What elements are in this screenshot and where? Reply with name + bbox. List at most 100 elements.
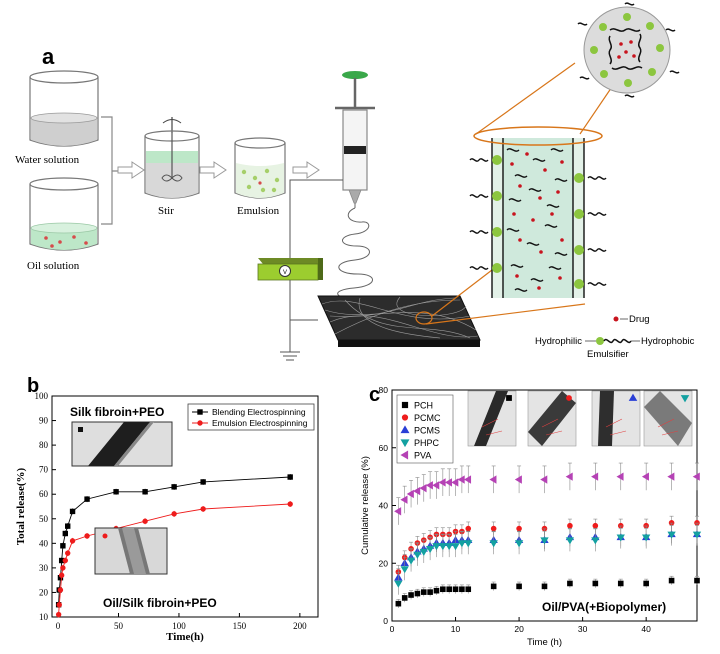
panel-a-legend: Drug Hydrophilic Hydrophobic Emulsifier [535,314,695,360]
data-point [55,611,62,618]
data-point [451,478,459,487]
data-point [425,546,435,554]
oil-solution-label: Oil solution [27,260,80,272]
microscopy-inset-pcmc [527,390,577,447]
inset-marker [506,395,512,401]
y-tick-label: 20 [39,587,49,597]
data-point [516,525,522,532]
emulsion-label: Emulsion [237,205,280,217]
tem-inset-2 [94,527,168,575]
data-point [60,543,66,549]
data-point [408,592,414,598]
data-point [540,537,549,545]
emulsion-beaker [234,137,286,199]
data-point [171,484,177,490]
data-point [446,586,452,593]
y-tick-label: 70 [39,465,49,475]
data-point [465,586,472,593]
x-tick-label: 200 [293,621,307,631]
data-point [516,583,522,590]
data-point [414,590,421,597]
data-point [394,507,402,516]
microscopy-inset-pcms [591,390,641,447]
legend-marker [400,425,410,434]
microscopy-inset-pch [467,390,517,447]
data-point [457,540,467,548]
arrow-icon [117,161,145,179]
legend-label: Emulsion Electrospinning [212,418,308,428]
fiber-cross-section [577,2,680,98]
emulsifier-label: Emulsifier [587,349,629,360]
data-point [438,543,448,551]
tem-inset-1 [71,421,173,467]
syringe [335,71,375,208]
data-point [142,489,148,495]
microscopy-inset-phpc [643,390,693,447]
hydrophilic-label: Hydrophilic [535,336,582,347]
y-tick-label: 40 [379,501,389,511]
fiber-section [469,126,607,298]
emulsifier-head-icon [596,337,604,345]
water-solution-label: Water solution [15,154,80,166]
data-point [445,543,454,551]
data-point [84,533,90,539]
data-point [57,587,64,593]
arrow-icon [292,161,320,179]
data-point [444,478,452,487]
data-point [565,537,575,545]
x-tick-label: 30 [578,624,588,634]
data-point [643,580,649,587]
plot-frame [51,395,319,618]
data-point [592,580,599,587]
data-point [395,600,402,607]
x-tick-label: 20 [514,624,524,634]
data-point [113,489,119,495]
process-arrows [117,161,320,179]
panel-a: a Water solution Oil solution [15,2,695,361]
data-point [62,557,69,564]
y-axis-label: Cumulative release (%) [360,456,371,555]
data-point [440,586,446,593]
data-point [62,530,68,537]
data-point [667,472,675,481]
y-tick-label: 90 [39,416,49,426]
legend-marker [197,409,203,415]
data-point [489,540,498,548]
inset-marker [680,395,690,403]
data-point [540,475,548,484]
data-point [69,508,76,515]
data-point [200,479,206,485]
data-point [171,511,177,517]
data-point [419,484,427,493]
data-point [567,522,573,529]
data-point [432,481,440,490]
data-point [69,538,76,544]
annotation-oil-silk-fibroin: Oil/Silk fibroin+PEO [103,596,217,610]
x-tick-label: 100 [172,621,186,631]
x-tick-label: 40 [641,624,651,634]
x-axis-label: Time(h) [166,631,204,643]
legend-marker [401,401,409,409]
data-point [565,472,573,481]
data-point [394,580,403,588]
y-tick-label: 40 [39,538,49,548]
spiral-jet [337,207,373,299]
data-point [84,496,90,502]
data-point [490,583,497,590]
x-axis-label: Time (h) [527,637,562,648]
data-point [591,472,599,481]
data-point [287,474,293,480]
data-point [541,583,548,590]
data-point [457,475,465,484]
inset-marker [566,395,572,401]
drug-icon [613,316,619,322]
data-point [692,531,702,539]
merge-bracket [101,116,118,225]
legend-label: Blending Electrospinning [212,407,306,417]
data-point [413,486,421,496]
wires [280,179,343,361]
oil-beaker [29,177,99,251]
data-point [438,478,446,487]
